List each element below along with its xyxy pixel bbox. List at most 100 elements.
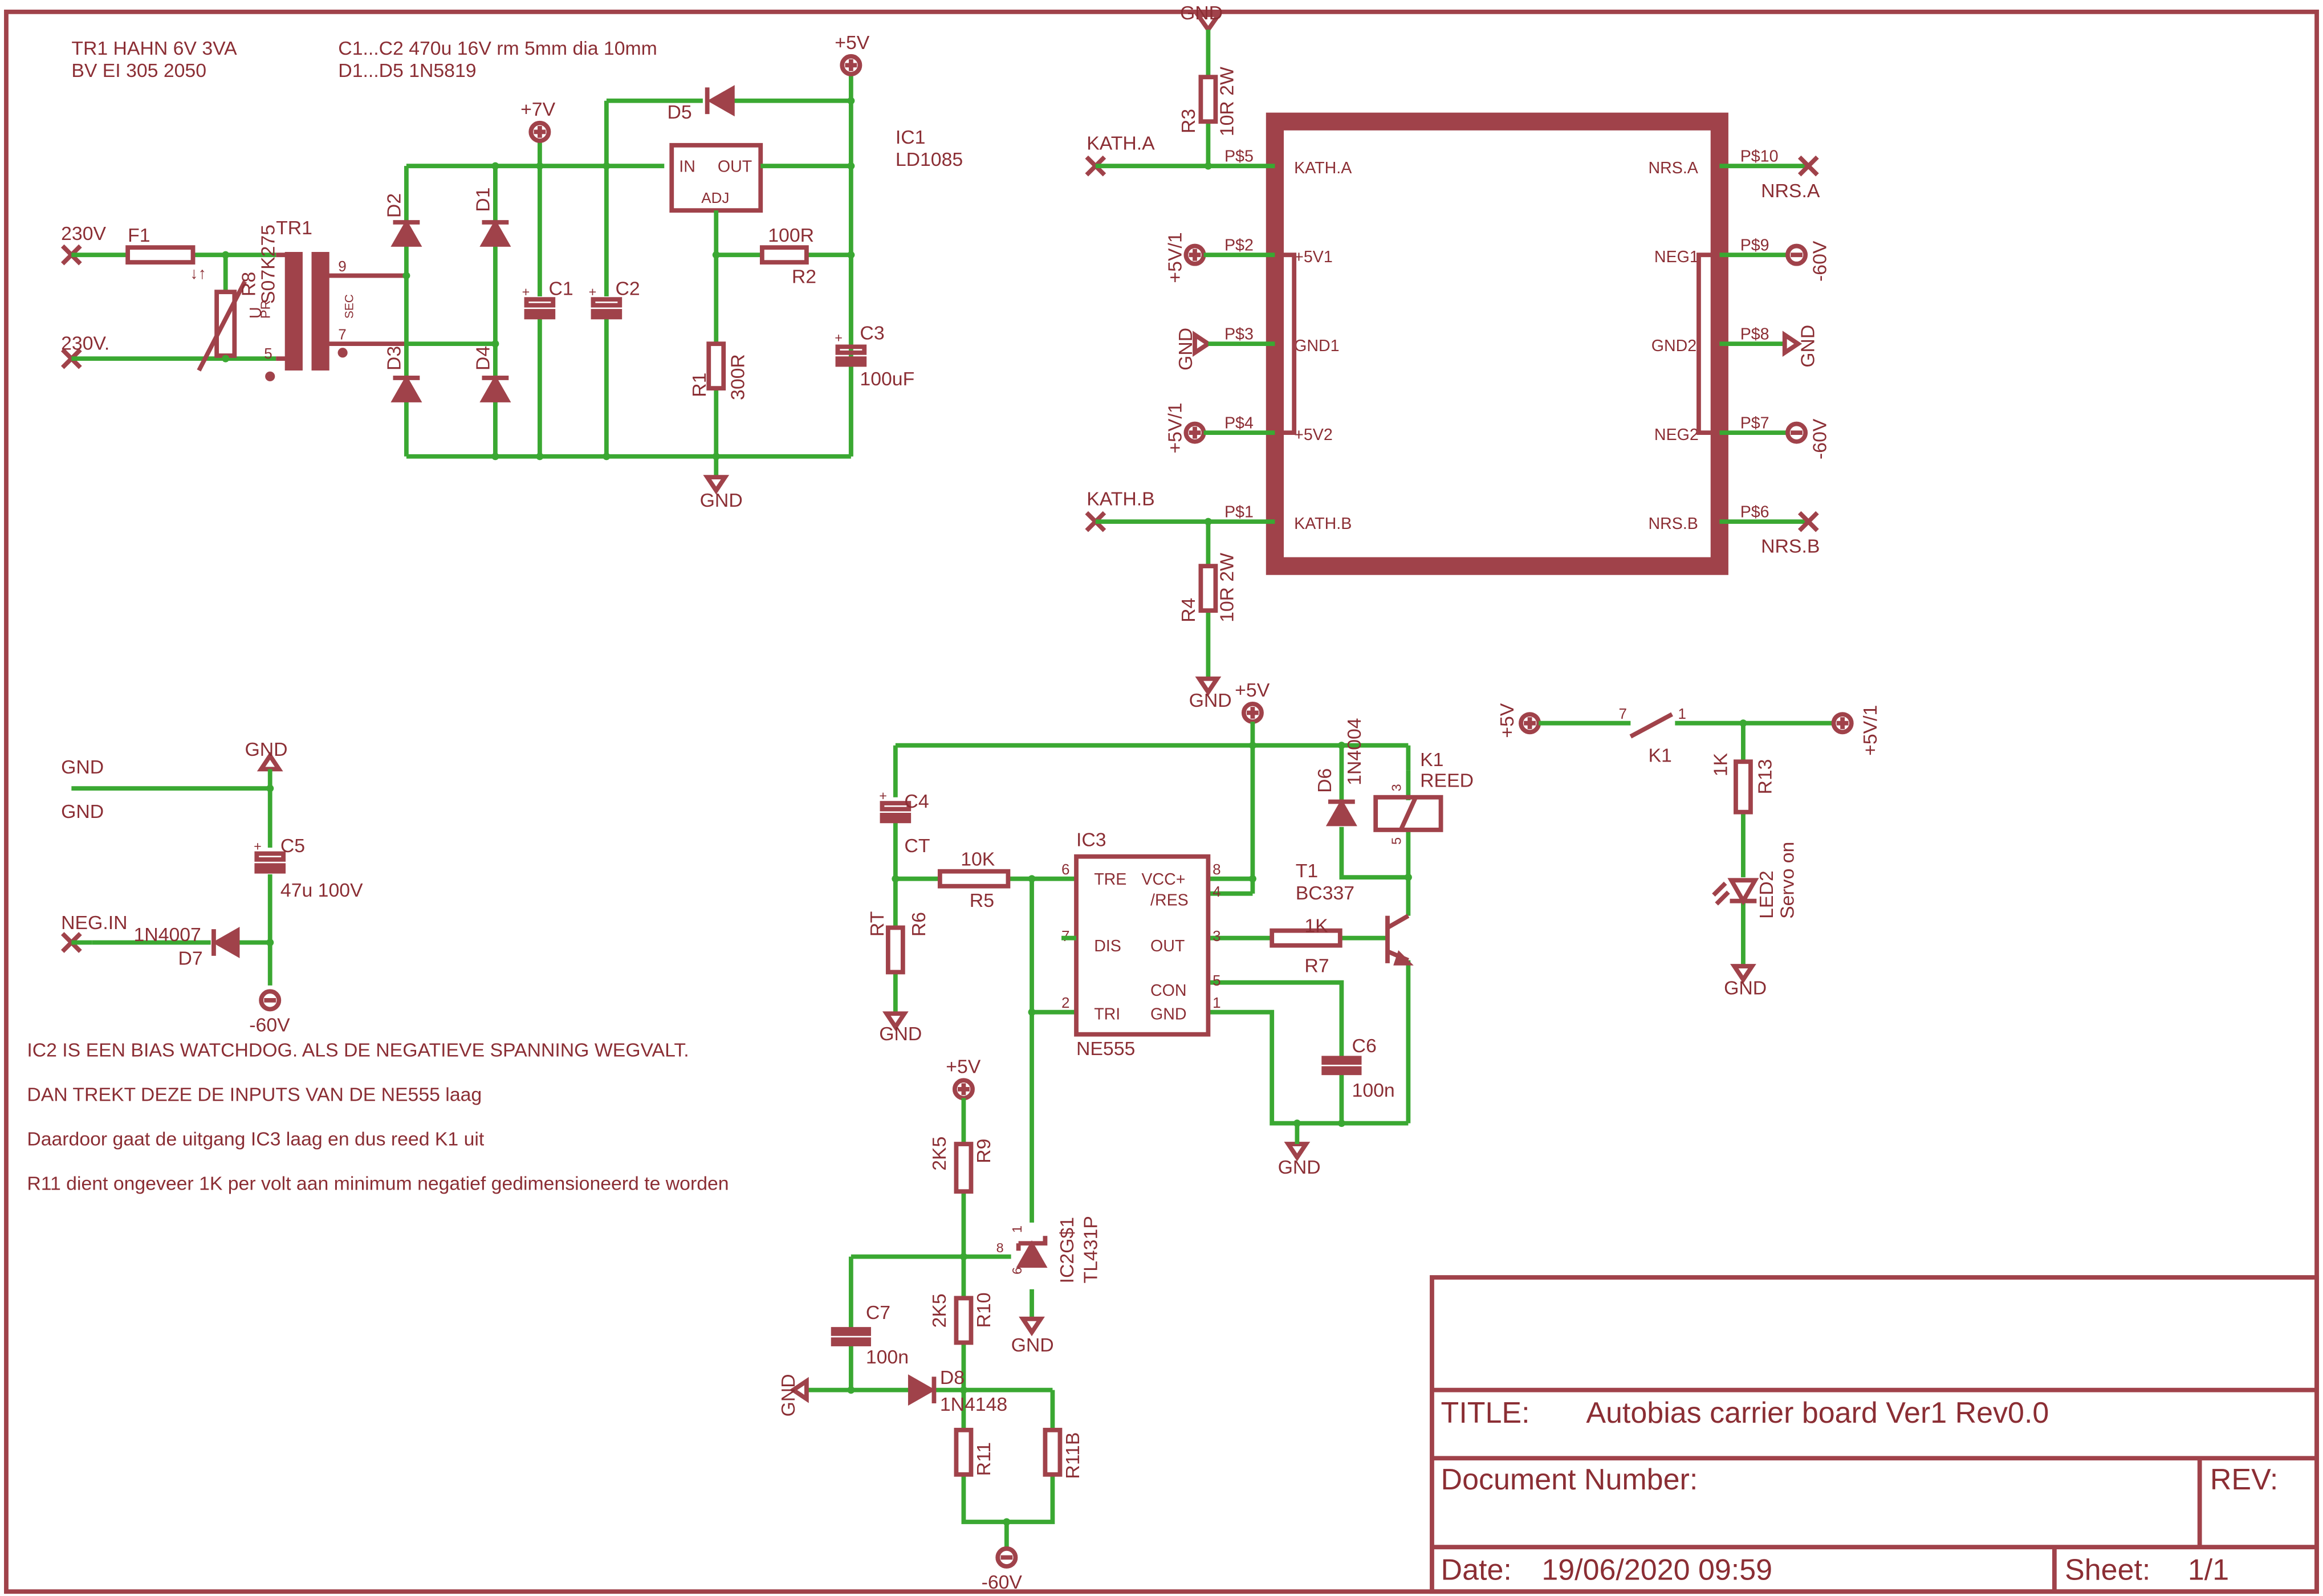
pin-p9: P$9 — [1740, 236, 1769, 254]
supply-7v-icon — [528, 120, 551, 143]
r10-label: R10 — [973, 1292, 995, 1328]
tr-pin7: 7 — [338, 325, 346, 343]
c4-label: C4 — [904, 791, 929, 812]
r7-label: R7 — [1304, 955, 1329, 976]
r13-value: 1K — [1710, 753, 1731, 777]
varistor-r8 — [214, 290, 237, 358]
reed-switch-k1-icon — [1629, 712, 1673, 739]
r5-label: R5 — [970, 890, 994, 911]
svg-text:4: 4 — [1213, 883, 1221, 900]
pin-p4: P$4 — [1224, 414, 1254, 432]
svg-text:8: 8 — [996, 1240, 1004, 1255]
r5-value: 10K — [961, 848, 995, 870]
resistor-r7 — [1270, 928, 1342, 948]
c2-label: C2 — [615, 278, 640, 299]
note-tr1-2: BV EI 305 2050 — [71, 60, 206, 82]
d1-label: D1 — [472, 188, 494, 212]
diode-d7-icon — [211, 926, 240, 959]
power-supply-section: 230V 230V. F1 ↓↑ U PR R8 S07K275 TR1 9 7… — [60, 32, 963, 511]
pin-p2: P$2 — [1224, 236, 1254, 254]
r6-gnd: GND — [879, 1023, 922, 1045]
conn-gnd-bottom: GND — [1189, 690, 1232, 711]
sw-5v1: +5V/1 — [1860, 705, 1881, 756]
svg-text:+: + — [879, 788, 887, 803]
title-value: Autobias carrier board Ver1 Rev0.0 — [1586, 1396, 2049, 1430]
note-tr1-1: TR1 HAHN 6V 3VA — [71, 38, 237, 59]
net-5v1-a: +5V/1 — [1165, 232, 1186, 283]
d7-label: D7 — [178, 947, 203, 969]
ic3-pin-dis: DIS — [1094, 937, 1121, 955]
r9-value: 2K5 — [929, 1137, 950, 1171]
sheet-label: Sheet: — [2065, 1553, 2150, 1586]
resistor-r11 — [954, 1427, 974, 1477]
ic3-pin-gnd: GND — [1150, 1005, 1187, 1024]
ground-icon — [1730, 964, 1756, 984]
supply-5v1-icon — [1831, 712, 1854, 735]
ic1-out: OUT — [718, 158, 752, 176]
pin-p8: P$8 — [1740, 325, 1769, 343]
sheet-frame — [4, 9, 2319, 1594]
svg-text:7: 7 — [1619, 705, 1627, 722]
net-m60v-a: -60V — [1809, 241, 1831, 282]
ic3-pin-tri: TRI — [1094, 1005, 1120, 1024]
ic1-adj: ADJ — [701, 189, 729, 206]
ground-icon — [703, 475, 730, 495]
r2-label: R2 — [792, 266, 816, 288]
d7-part: 1N4007 — [134, 924, 201, 946]
diode-d6-icon — [1325, 799, 1357, 826]
connector-section: GND R3 10R 2W KATH.A P$5 KATH.A +5V/1 P$… — [1085, 2, 1831, 711]
d3-label: D3 — [383, 346, 405, 370]
d2-label: D2 — [383, 193, 405, 218]
bias-gnd-top: GND — [245, 739, 288, 760]
c6-value: 100n — [1352, 1080, 1395, 1101]
pin-p5: P$5 — [1224, 147, 1254, 165]
ic3-pin-vcc: VCC+ — [1141, 870, 1185, 889]
capacitor-c1 — [524, 297, 556, 308]
capacitor-c7 — [831, 1327, 871, 1336]
net-kath-b: KATH.B — [1087, 488, 1155, 510]
net-gnd-2: GND — [61, 801, 104, 823]
resistor-r13 — [1734, 759, 1753, 815]
fuse-f1 — [125, 245, 196, 265]
pin-label-nrs-a: NRS.A — [1649, 159, 1698, 177]
supply-5v-label: +5V — [835, 32, 870, 54]
svg-text:+: + — [254, 838, 262, 853]
pin-p6: P$6 — [1740, 503, 1769, 521]
resistor-r4 — [1198, 564, 1218, 613]
varistor-part: S07K275 — [258, 225, 279, 304]
pin-label-kath-a: KATH.A — [1294, 159, 1352, 177]
resistor-r5 — [937, 869, 1011, 889]
pin-label-neg2: NEG2 — [1654, 426, 1699, 444]
net-m60v-b: -60V — [1809, 418, 1831, 459]
supply-neg60-icon — [259, 989, 282, 1012]
svg-text:1: 1 — [1213, 994, 1221, 1011]
svg-text:1: 1 — [1010, 1226, 1024, 1233]
note-caps-1: C1...C2 470u 16V rm 5mm dia 10mm — [338, 38, 657, 59]
net-nrs-a: NRS.A — [1761, 180, 1820, 202]
resistor-r11b — [1043, 1427, 1063, 1477]
resistor-r10 — [954, 1296, 974, 1345]
ic2-part: TL431P — [1080, 1216, 1101, 1283]
svg-text:5: 5 — [1389, 837, 1403, 845]
r11-label: R11 — [973, 1442, 995, 1476]
bias-input-section: GND GND GND + C5 47u 100V NEG.IN 1N4007 … — [60, 739, 363, 1036]
r4-label: R4 — [1178, 598, 1199, 622]
r13-label: R13 — [1754, 759, 1776, 795]
sheet-value: 1/1 — [2188, 1553, 2229, 1586]
supply-gnd: GND — [700, 490, 743, 511]
diode-d3-icon — [390, 374, 422, 402]
net-kath-a: KATH.A — [1087, 133, 1155, 154]
r10-value: 2K5 — [929, 1293, 950, 1328]
ground-icon — [1782, 331, 1803, 357]
title-label: TITLE: — [1441, 1396, 1530, 1430]
svg-text:3: 3 — [1389, 784, 1403, 791]
t1-label: T1 — [1296, 860, 1318, 882]
ground-icon — [789, 1377, 809, 1403]
pin-label-kath-b: KATH.B — [1294, 515, 1352, 533]
watchdog-section: +5V 2K5 R9 8 1 6 IC2G$1 TL431P GND C7 10… — [778, 1056, 1101, 1593]
ground-top-icon — [1193, 13, 1223, 34]
r4-value: 10R 2W — [1217, 553, 1238, 622]
ic2-gnd: GND — [1011, 1334, 1054, 1356]
svg-text:1: 1 — [1678, 705, 1686, 722]
diode-d8-icon — [908, 1374, 937, 1406]
